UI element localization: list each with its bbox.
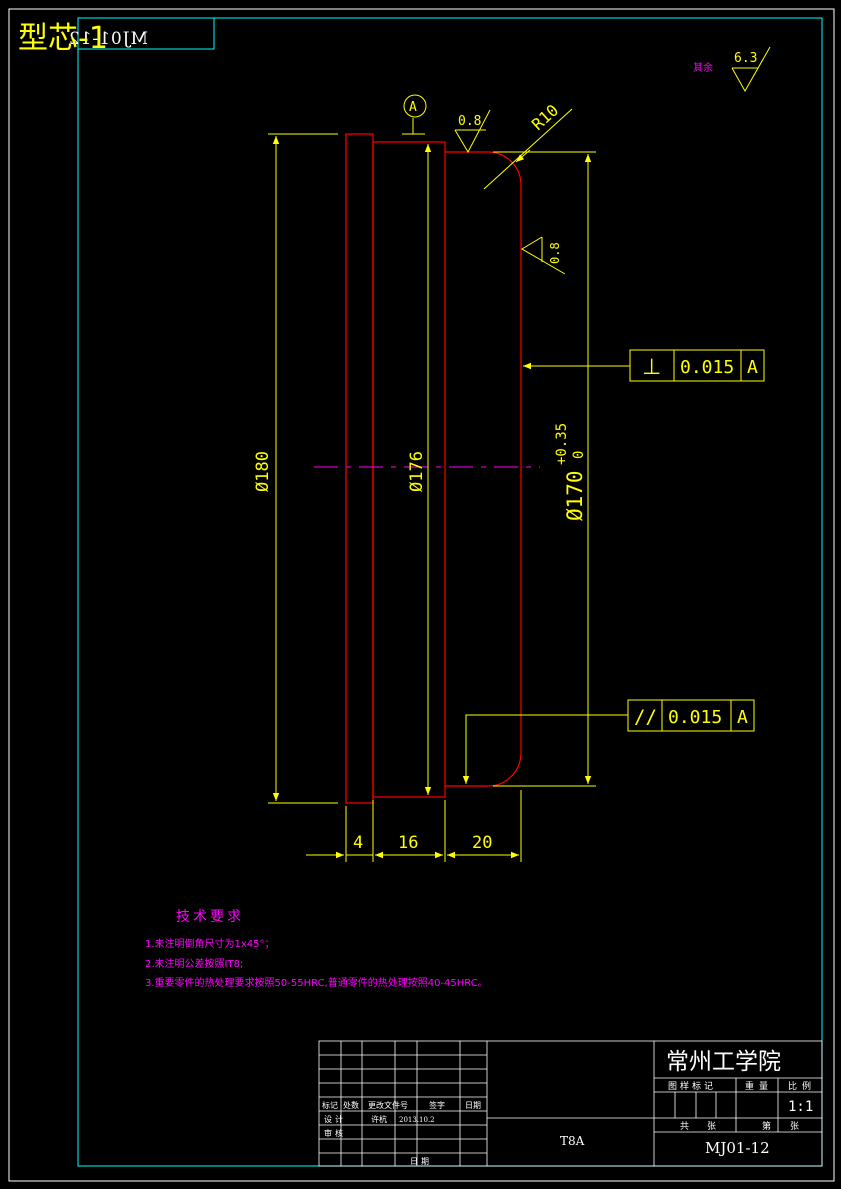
note-1: 1.未注明倒角尺寸为1x45°；: [145, 937, 275, 950]
header-stage: 图样标记: [668, 1080, 716, 1092]
rev-doc: 更改文件号: [368, 1100, 408, 1110]
review-label: 审核: [324, 1128, 346, 1138]
perpendicularity-value: 0.015: [680, 357, 734, 378]
inner-frame: [77, 17, 823, 1167]
drawing-number: MJ01-12: [705, 1139, 770, 1157]
header-scale: 比例: [788, 1080, 816, 1092]
note-3: 3.重要零件的热处理要求按照50-55HRC,普通零件的热处理按照40-45HR…: [145, 976, 488, 989]
notes-heading: 技术要求: [176, 909, 244, 925]
perpendicularity-symbol: ⊥: [642, 355, 661, 380]
date-label: 日期: [410, 1157, 432, 1166]
radius-label: R10: [528, 101, 562, 134]
parallelism-symbol: //: [634, 706, 657, 728]
school-name: 常州工学院: [666, 1049, 781, 1075]
dia-170-label: Ø170: [563, 470, 587, 521]
title-stamp: 型芯-1: [18, 21, 108, 56]
top-roughness-value: 0.8: [458, 114, 481, 129]
parallelism-datum: A: [737, 707, 748, 728]
datum-letter: A: [409, 100, 417, 115]
material: T8A: [560, 1134, 585, 1148]
parallelism-frame: // 0.015 A: [627, 699, 755, 732]
sheet-no-label: 第: [762, 1120, 771, 1132]
note-2: 2.未注明公差按照IT8;: [145, 957, 243, 970]
rev-mark: 标记: [322, 1100, 338, 1110]
outer-border: [8, 8, 835, 1182]
rev-count: 处数: [343, 1100, 359, 1110]
side-roughness-value: 0.8: [548, 242, 562, 264]
rest-roughness-label: 其余: [693, 61, 713, 74]
design-date: 2013.10.2: [399, 1116, 435, 1124]
perpendicularity-frame: ⊥ 0.015 A: [629, 349, 765, 382]
sheet-label: 张: [707, 1121, 716, 1132]
rev-date: 日期: [465, 1101, 481, 1110]
len-20-label: 20: [472, 833, 492, 853]
len-16-label: 16: [398, 833, 418, 853]
tol-upper-label: +0.35: [554, 423, 570, 465]
perpendicularity-datum: A: [747, 357, 758, 378]
rev-sign: 签字: [429, 1100, 445, 1110]
scale-value: 1:1: [788, 1099, 813, 1115]
rest-roughness-value: 6.3: [734, 51, 757, 66]
header-weight: 重量: [745, 1080, 773, 1092]
dimension-lines: [268, 94, 630, 862]
code-box: [77, 17, 215, 50]
dia-176-label: Ø176: [407, 451, 427, 492]
parallelism-value: 0.015: [668, 707, 722, 728]
dia-180-label: Ø180: [253, 451, 273, 492]
designer-label: 设计: [324, 1114, 346, 1124]
part-outline: [345, 133, 522, 804]
title-block: [318, 1040, 823, 1167]
sheet-no-suffix: 张: [790, 1121, 799, 1132]
mirrored-code: MJ01-12: [68, 29, 148, 49]
tol-lower-label: 0: [571, 451, 587, 459]
sheets-total-label: 共: [680, 1121, 689, 1132]
len-4-label: 4: [353, 833, 363, 853]
rest-roughness-symbol: [731, 46, 771, 93]
designer-name: 许杭: [371, 1114, 387, 1124]
